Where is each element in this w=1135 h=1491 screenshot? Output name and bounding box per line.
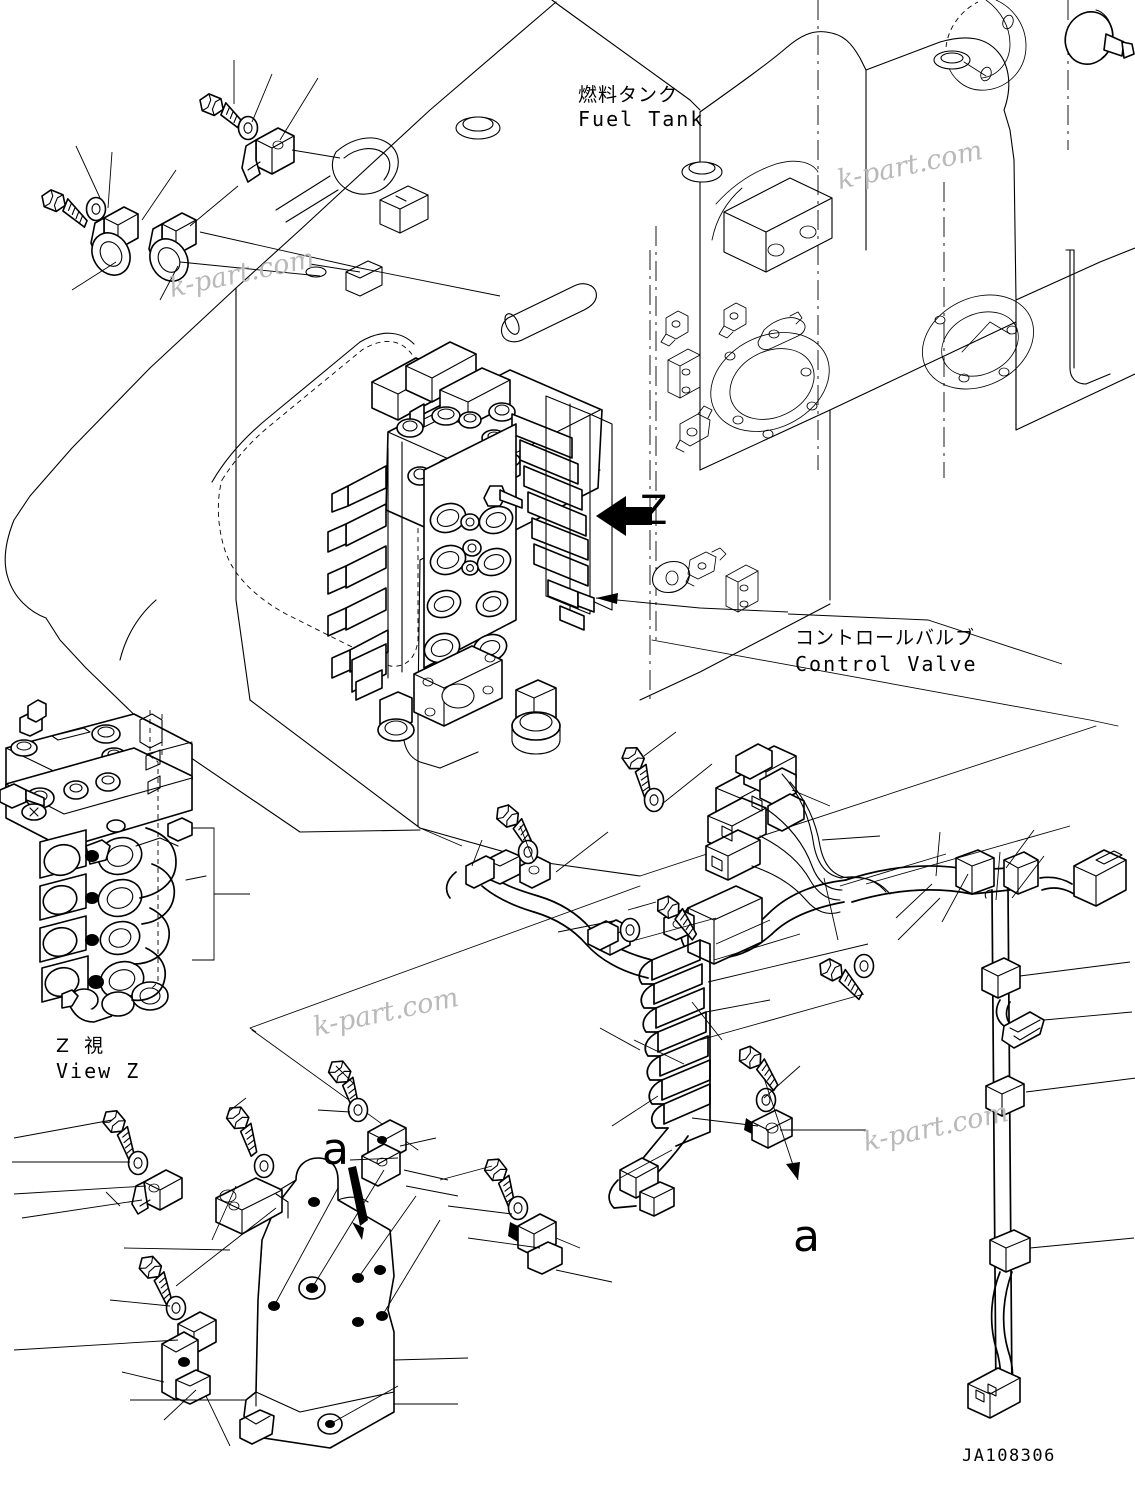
a-section-letter-left: a xyxy=(322,1124,349,1175)
z-direction-arrow xyxy=(596,496,652,536)
drawing-number: JA108306 xyxy=(962,1446,1056,1466)
a-section-letter-right: a xyxy=(793,1211,820,1262)
view-z-label-jp: Z 視 xyxy=(56,1035,105,1057)
view-z-label-en: View Z xyxy=(56,1059,141,1083)
view-z-detail xyxy=(0,699,250,1023)
wiring-harness-group xyxy=(445,731,1127,1217)
mounting-plate-group xyxy=(12,1055,613,1449)
fuel-tank-label-jp: 燃料タンク xyxy=(578,84,679,106)
vertical-cable-run xyxy=(897,831,1135,1419)
control-valve-label-en: Control Valve xyxy=(795,652,978,676)
fuel-tank-label-en: Fuel Tank xyxy=(578,107,705,131)
machine-frame-group xyxy=(4,0,1135,1151)
control-valve-label-jp: コントロールバルブ xyxy=(795,627,976,649)
z-section-letter: Z xyxy=(640,488,668,534)
upper-left-fastener-group xyxy=(36,60,501,301)
control-valve-main xyxy=(327,341,613,769)
